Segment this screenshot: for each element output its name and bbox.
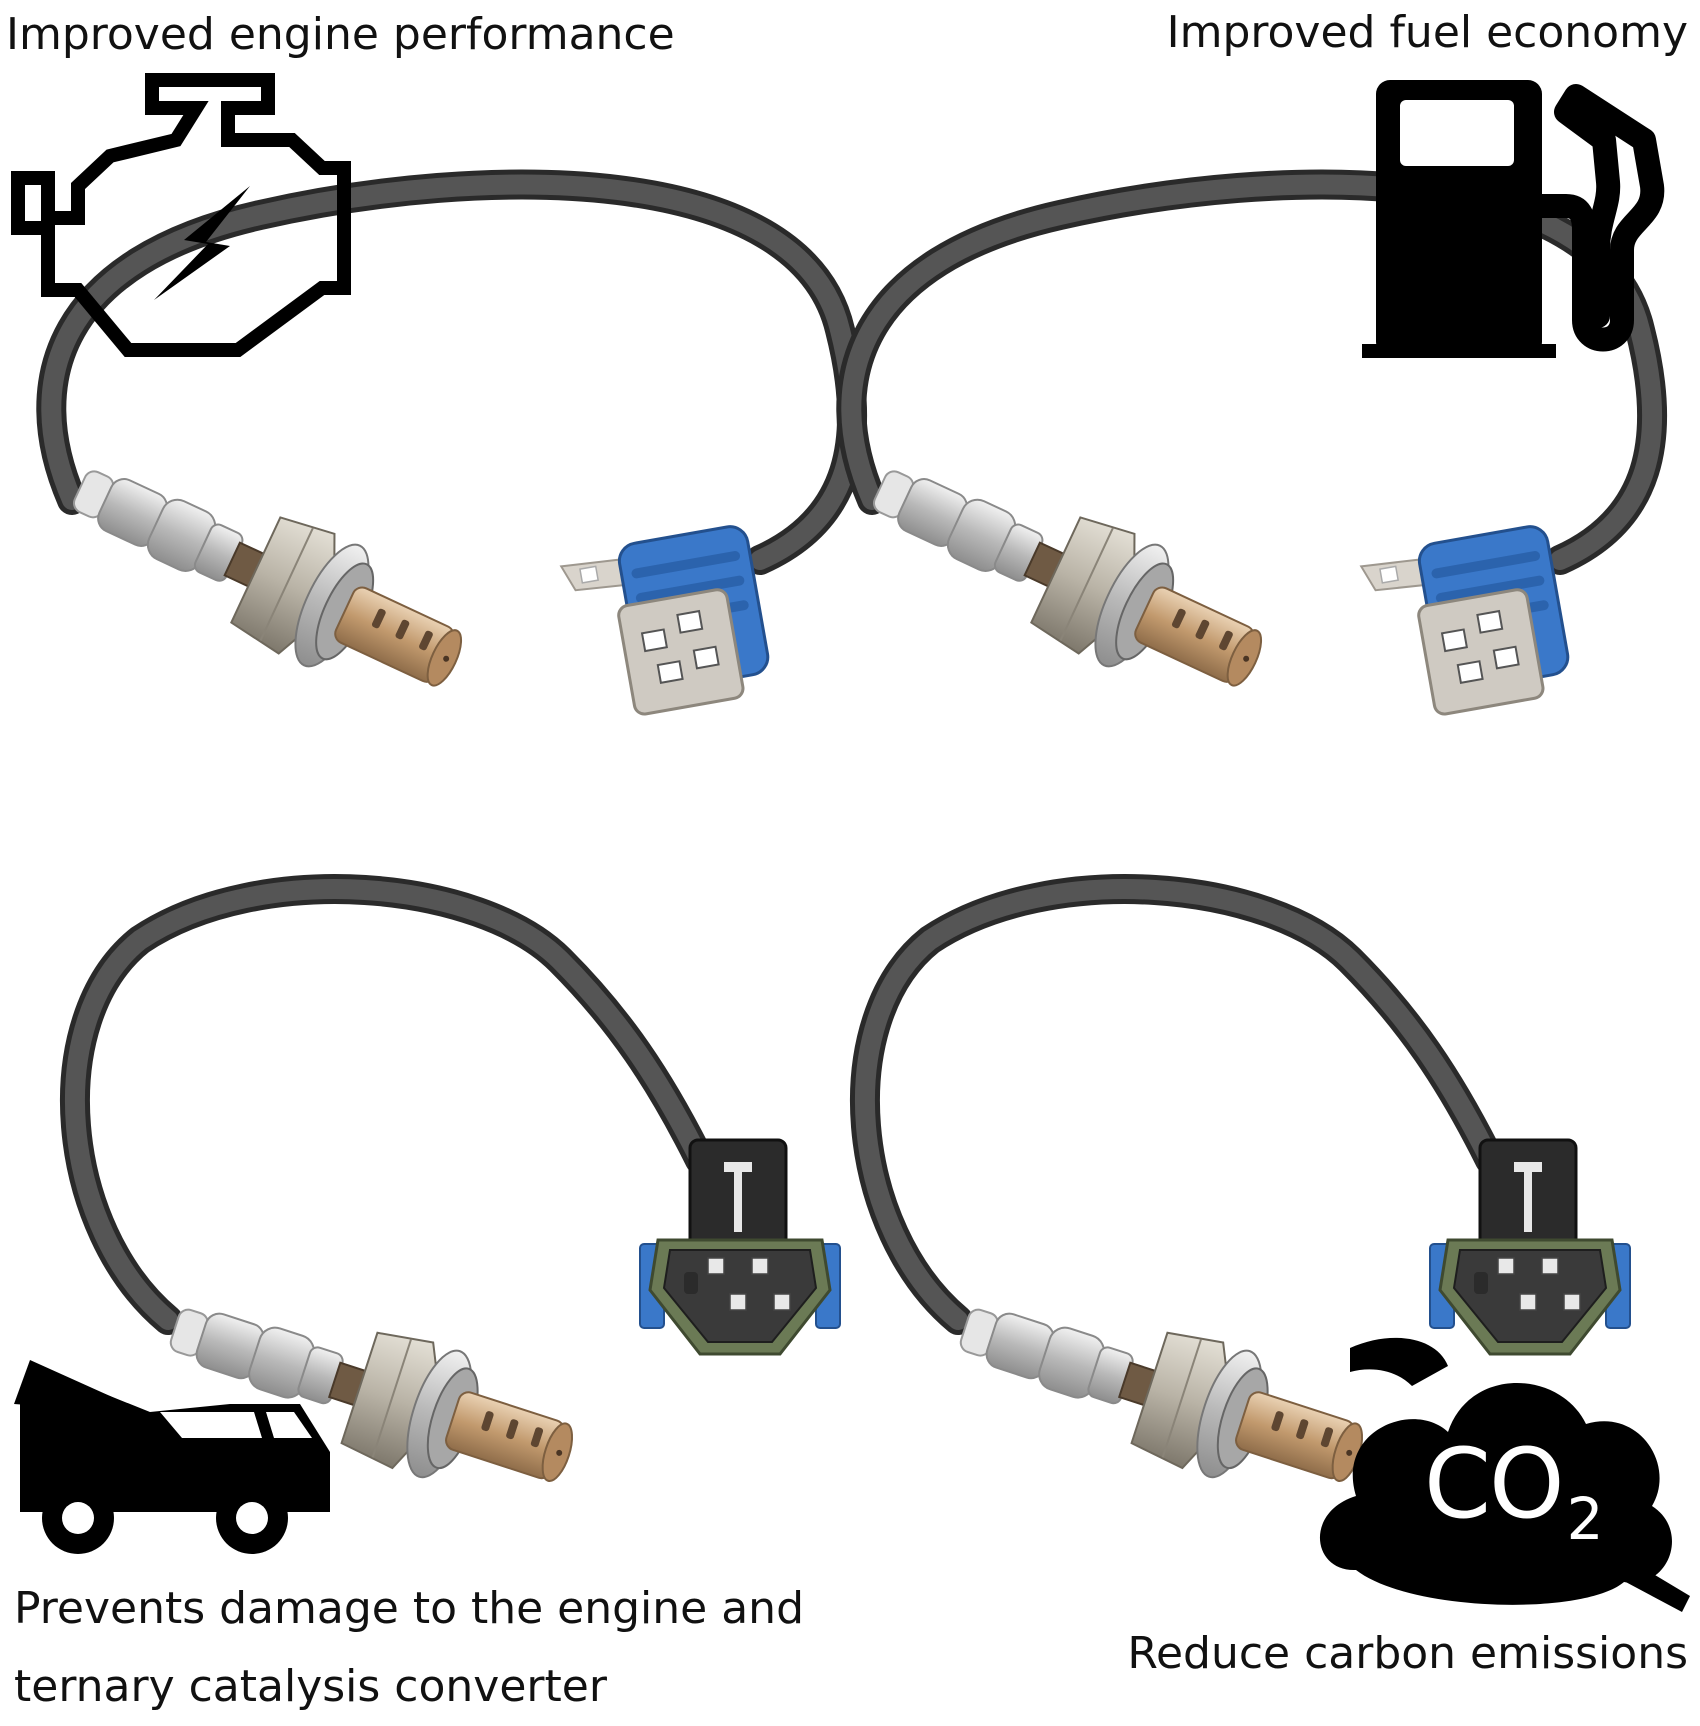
car-hood-open-icon — [14, 1360, 330, 1554]
co2-cloud-icon — [1319, 1337, 1690, 1612]
caption-fuel-economy: Improved fuel economy — [1166, 7, 1688, 58]
caption-prevents-damage-line2: ternary catalysis converter — [14, 1661, 607, 1712]
oxygen-sensor-top-left — [36, 169, 868, 726]
caption-carbon-emissions: Reduce carbon emissions — [1127, 1628, 1688, 1679]
oxygen-sensor-bottom-left — [60, 874, 842, 1520]
caption-prevents-damage-line1: Prevents damage to the engine and — [14, 1583, 805, 1634]
engine-check-icon — [11, 73, 351, 357]
co2-main-text: CO — [1424, 1428, 1565, 1540]
co2-subscript: 2 — [1566, 1485, 1604, 1553]
oxygen-sensor-bottom-right — [850, 874, 1632, 1520]
fuel-pump-icon — [1362, 80, 1665, 358]
oxygen-sensor-top-right — [836, 169, 1668, 726]
caption-prevents-damage: Prevents damage to the engine and ternar… — [14, 1570, 804, 1726]
caption-engine-performance: Improved engine performance — [6, 9, 675, 60]
co2-label: CO2 — [1424, 1436, 1603, 1548]
